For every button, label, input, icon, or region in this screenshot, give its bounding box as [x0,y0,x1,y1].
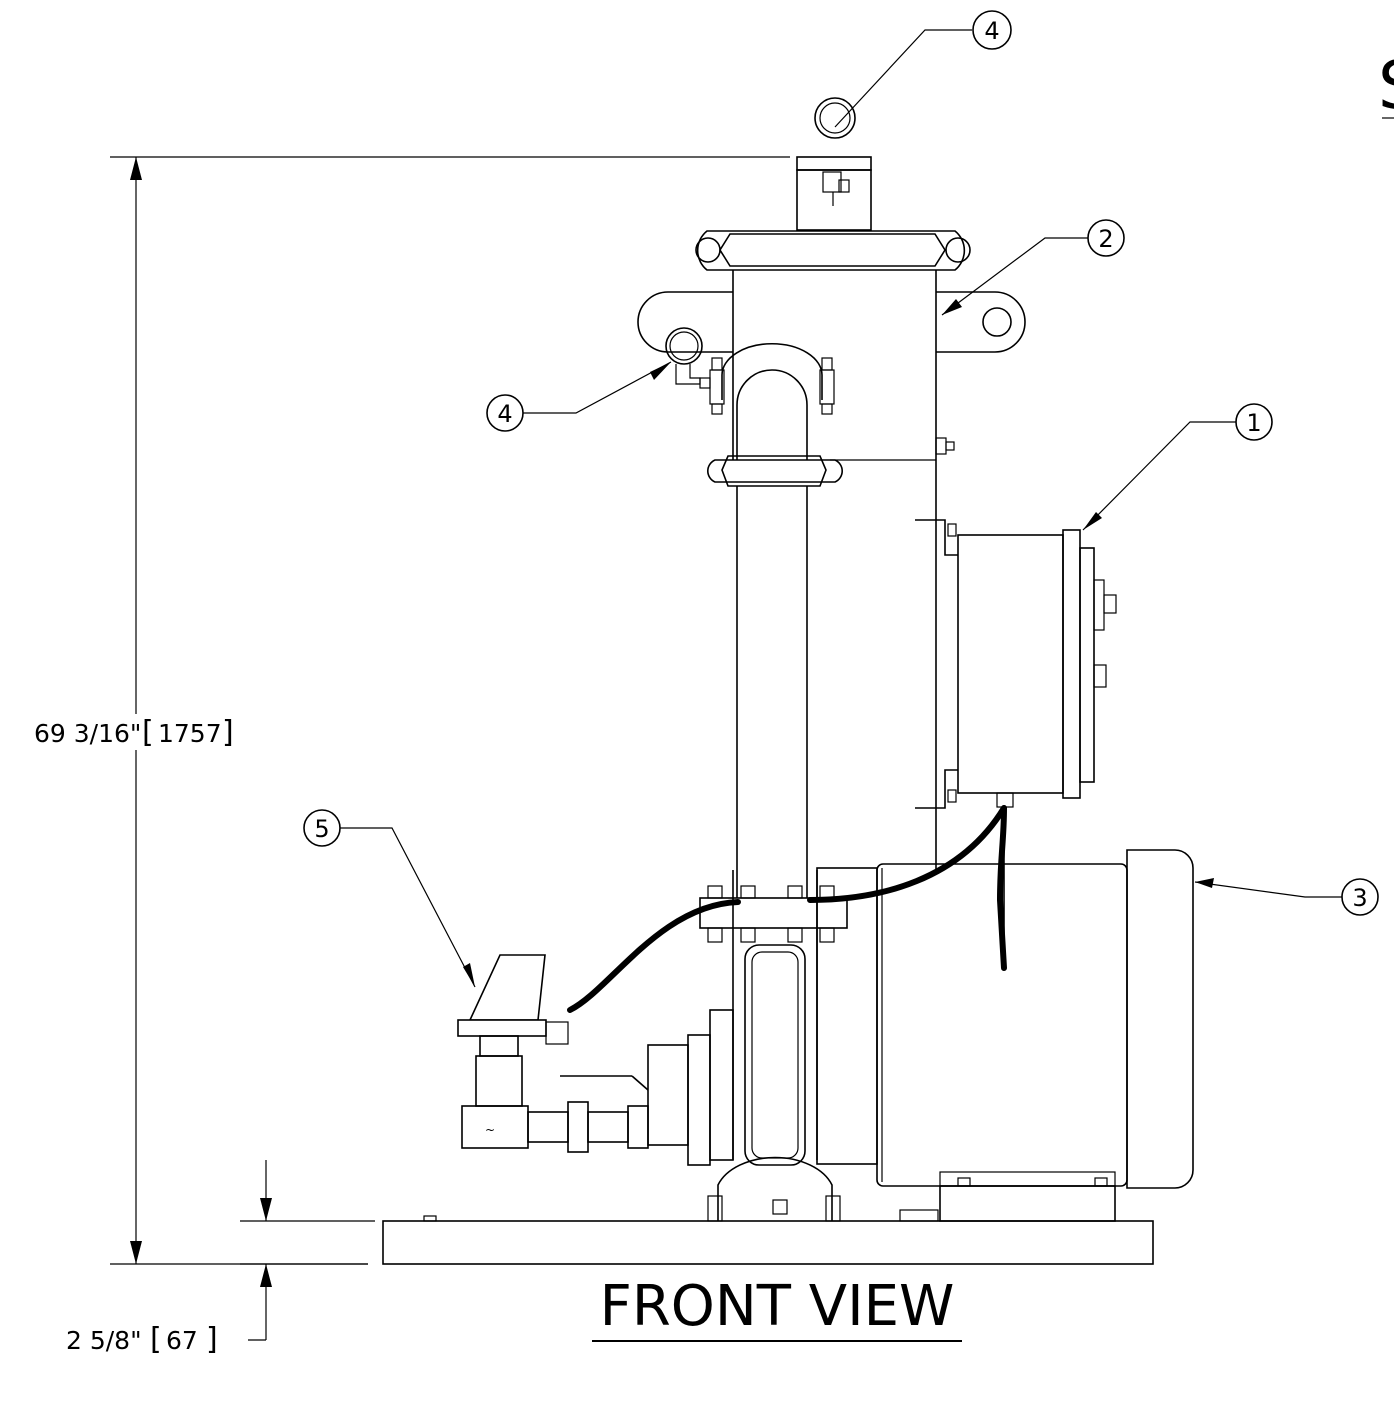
filter-vessel [637,156,1026,1222]
overall-height-label: 69 3/16" [34,719,141,748]
svg-text:4: 4 [497,400,512,428]
base-height-dimension: 2 5/8" [ 67 ] [66,1160,375,1357]
overall-height-dimension: 69 3/16" [ 1757 ] [28,156,790,1265]
base-height-label: 2 5/8" [66,1326,142,1355]
pump-motor [816,849,1194,1222]
balloon-4-top: 4 [814,10,1012,139]
svg-text:]: ] [206,1322,218,1357]
view-title: FRONT VIEW [600,1274,955,1339]
balloon-5: 5 [303,809,476,988]
base-height-metric-label: 67 [166,1326,198,1355]
corner-fragment: S [1378,47,1394,124]
svg-text:[: [ [142,715,154,750]
svg-text:4: 4 [984,17,999,45]
balloon-3: 3 [1194,878,1379,916]
svg-text:~: ~ [485,1123,495,1137]
svg-text:3: 3 [1352,884,1367,912]
svg-text:5: 5 [314,815,329,843]
balloon-2: 2 [941,219,1125,316]
svg-text:[: [ [150,1322,162,1357]
svg-text:]: ] [222,715,234,750]
flow-switch-assembly: ~ [457,954,734,1166]
cables [567,805,1007,1013]
svg-text:1: 1 [1246,409,1261,437]
balloon-4-side: 4 [486,361,672,432]
balloon-1: 1 [1082,403,1273,531]
overall-height-metric-label: 1757 [158,719,222,748]
view-title-group: FRONT VIEW [592,1274,962,1342]
control-box [915,519,1117,809]
svg-text:2: 2 [1098,225,1113,253]
base-plate [382,1209,1154,1265]
